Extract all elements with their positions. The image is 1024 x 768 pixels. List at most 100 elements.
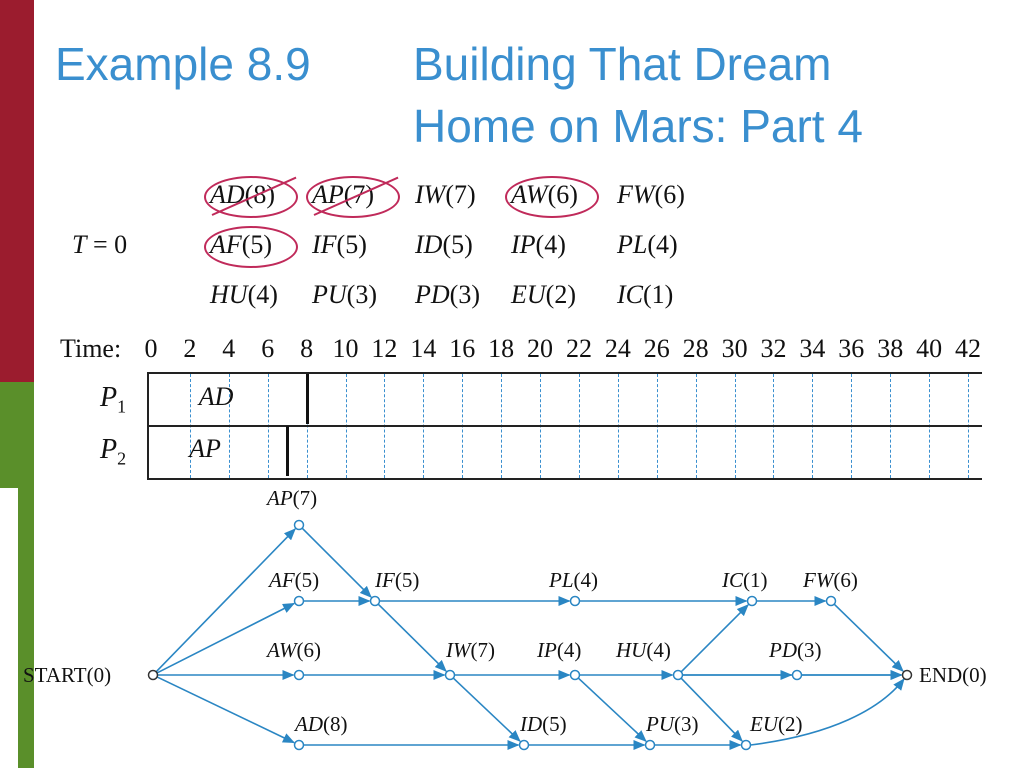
processor-label-1: P1 <box>100 382 126 418</box>
time-tick-6: 6 <box>261 334 275 363</box>
node-label-duration: (7) <box>293 486 318 510</box>
node-pu <box>644 739 656 751</box>
selected-task-circle <box>306 176 400 218</box>
node-label-duration: (5) <box>295 568 320 592</box>
node-label-duration: (4) <box>557 638 582 662</box>
node-fw <box>825 595 837 607</box>
time-tick-32: 32 <box>760 334 787 363</box>
time-tick-12: 12 <box>371 334 398 363</box>
scheduled-task-ap: AP <box>189 434 221 463</box>
queue-task-if: IF(5) <box>312 230 367 260</box>
queue-time-label: T = 0 <box>72 230 127 260</box>
edge-start-to-ap <box>155 528 296 673</box>
node-label-duration: (1) <box>743 568 768 592</box>
node-label-duration: (2) <box>778 712 803 736</box>
node-label-name: PL <box>548 568 574 592</box>
queue-task-pl: PL(4) <box>617 230 678 260</box>
title-line-2: Home on Mars: Part 4 <box>413 100 863 152</box>
queue-task-name: FW <box>617 180 655 209</box>
node-label-duration: (4) <box>646 638 671 662</box>
node-label-duration: (5) <box>542 712 567 736</box>
queue-task-name: IC <box>617 280 643 309</box>
node-label-ip: IP(4) <box>536 638 581 662</box>
schedule-chart <box>147 372 982 480</box>
queue-task-name: IF <box>312 230 337 259</box>
queue-task-iw: IW(7) <box>415 180 476 210</box>
node-label-name: FW <box>802 568 836 592</box>
node-label-start: START(0) <box>23 663 111 687</box>
time-tick-38: 38 <box>877 334 904 363</box>
queue-task-ip: IP(4) <box>511 230 566 260</box>
queue-task-id: ID(5) <box>415 230 473 260</box>
node-label-name: END <box>919 663 962 687</box>
time-tick-22: 22 <box>565 334 592 363</box>
edge-start-to-ad <box>156 676 295 744</box>
node-label-name: IC <box>721 568 744 592</box>
node-label-name: PD <box>768 638 797 662</box>
edge-start-to-af <box>156 602 295 674</box>
queue-task-name: ID <box>415 230 443 259</box>
queue-task-duration: (6) <box>654 180 685 209</box>
time-tick-40: 40 <box>916 334 943 363</box>
node-label-name: EU <box>749 712 780 736</box>
selected-task-circle <box>505 176 599 218</box>
selected-task-circle <box>204 226 298 268</box>
node-ap <box>293 519 305 531</box>
time-tick-36: 36 <box>838 334 865 363</box>
queue-task-duration: (4) <box>647 230 678 259</box>
project-digraph: START(0)AP(7)AF(5)IF(5)PL(4)IC(1)FW(6)AW… <box>23 486 987 751</box>
queue-task-name: IW <box>415 180 446 209</box>
node-af <box>293 595 305 607</box>
queue-task-name: EU <box>511 280 546 309</box>
queue-task-name: IP <box>511 230 536 259</box>
node-label-af: AF(5) <box>267 568 319 592</box>
queue-task-duration: (1) <box>643 280 674 309</box>
processor-label-2: P2 <box>100 434 126 470</box>
time-tick-34: 34 <box>799 334 826 363</box>
node-label-pd: PD(3) <box>768 638 822 662</box>
time-tick-10: 10 <box>332 334 359 363</box>
time-tick-42: 42 <box>955 334 981 363</box>
node-label-name: IF <box>374 568 395 592</box>
node-label-duration: (6) <box>297 638 322 662</box>
node-if <box>369 595 381 607</box>
accent-bar-red <box>0 0 34 382</box>
processor-label-letter: P <box>100 382 118 413</box>
queue-task-name: HU <box>210 280 248 309</box>
queue-task-fw: FW(6) <box>617 180 685 210</box>
node-label-duration: (0) <box>87 663 112 687</box>
node-aw <box>293 669 305 681</box>
time-axis-label: Time: <box>60 334 122 363</box>
edge-hu-to-eu <box>680 677 743 742</box>
time-tick-24: 24 <box>604 334 631 363</box>
queue-time-value: = 0 <box>86 230 128 259</box>
queue-task-duration: (4) <box>535 230 566 259</box>
node-end <box>901 669 913 681</box>
accent-bar-notch <box>0 488 18 768</box>
node-hu <box>672 669 684 681</box>
node-label-hu: HU(4) <box>615 638 671 662</box>
node-iw <box>444 669 456 681</box>
edge-fw-to-end <box>833 603 904 672</box>
processor-label-index: 2 <box>117 448 127 469</box>
queue-task-duration: (5) <box>442 230 473 259</box>
node-label-ic: IC(1) <box>721 568 768 592</box>
time-tick-8: 8 <box>300 334 314 363</box>
time-tick-28: 28 <box>682 334 709 363</box>
queue-task-duration: (3) <box>346 280 377 309</box>
node-label-duration: (6) <box>833 568 858 592</box>
node-label-duration: (3) <box>797 638 822 662</box>
node-label-name: PU <box>645 712 676 736</box>
node-label-name: IW <box>445 638 473 662</box>
node-label-name: HU <box>615 638 648 662</box>
queue-task-ic: IC(1) <box>617 280 673 310</box>
digraph-nodes: START(0)AP(7)AF(5)IF(5)PL(4)IC(1)FW(6)AW… <box>23 486 987 751</box>
node-label-name: ID <box>519 712 542 736</box>
processor-label-index: 1 <box>117 396 127 417</box>
node-label-iw: IW(7) <box>445 638 495 662</box>
edge-hu-to-ic <box>680 604 749 673</box>
queue-task-name: PL <box>617 230 648 259</box>
scheduled-task-ad: AD <box>198 382 234 411</box>
node-eu <box>740 739 752 751</box>
node-label-if: IF(5) <box>374 568 419 592</box>
